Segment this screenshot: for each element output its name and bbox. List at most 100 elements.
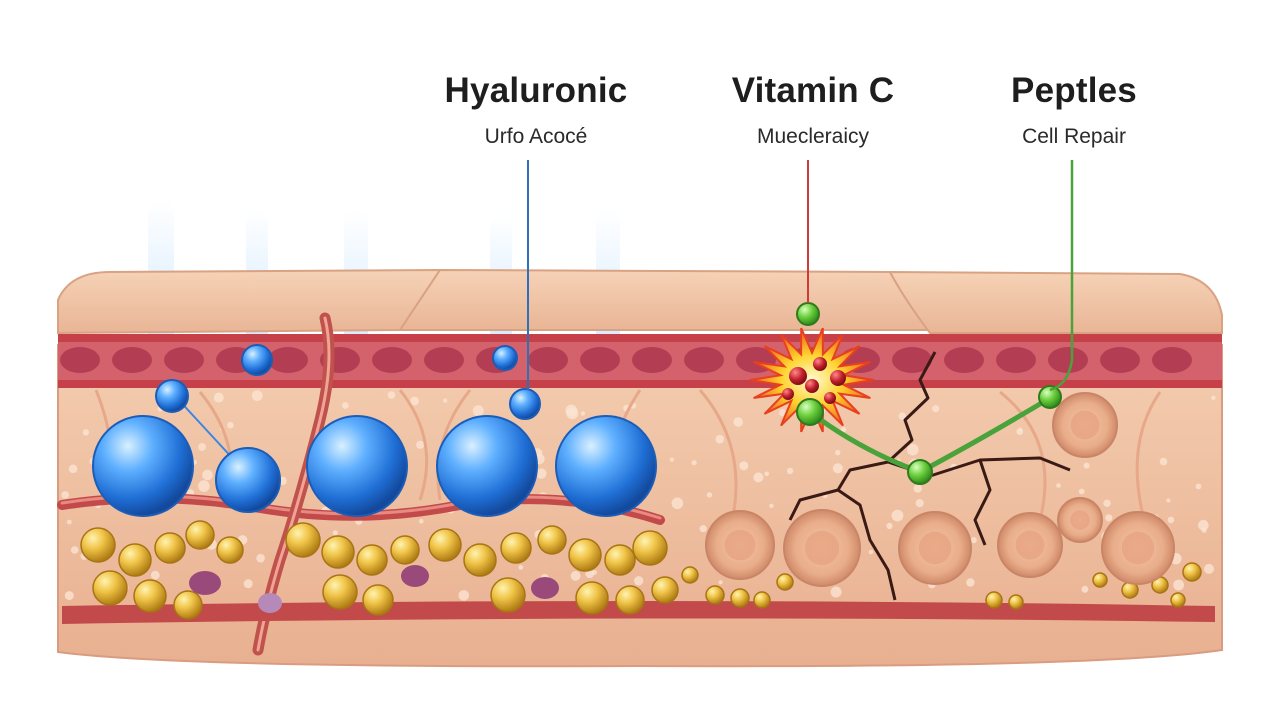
fat-cell bbox=[390, 535, 420, 565]
fat-cell bbox=[173, 590, 203, 620]
texture-dot bbox=[570, 571, 581, 581]
texture-dot bbox=[64, 591, 74, 601]
peptides-subtitle: Cell Repair bbox=[1022, 125, 1126, 148]
fat-cell bbox=[185, 520, 215, 550]
texture-dot bbox=[718, 580, 723, 585]
texture-dot bbox=[580, 411, 586, 416]
texture-dot bbox=[565, 404, 578, 417]
texture-dot bbox=[669, 457, 675, 462]
fiber bbox=[999, 390, 1047, 521]
fat-cell bbox=[490, 577, 526, 613]
texture-dot bbox=[1201, 527, 1207, 533]
texture-dot bbox=[907, 443, 919, 456]
texture-dot bbox=[753, 472, 764, 483]
band-cell bbox=[112, 347, 152, 373]
texture-dot bbox=[1078, 488, 1085, 495]
small-sphere bbox=[241, 344, 273, 376]
band-cell bbox=[1100, 347, 1140, 373]
texture-dot bbox=[886, 522, 893, 530]
texture-dot bbox=[1016, 428, 1024, 435]
fat-cell bbox=[285, 522, 321, 558]
hyaluronic-spheres bbox=[92, 344, 657, 517]
vitamin-c-burst bbox=[749, 327, 875, 433]
fat-cell bbox=[1170, 592, 1186, 608]
texture-dot bbox=[779, 409, 787, 417]
texture-dot bbox=[1159, 457, 1168, 466]
skin-cracks bbox=[788, 351, 1071, 601]
texture-dot bbox=[202, 469, 213, 481]
band-cell bbox=[996, 347, 1036, 373]
texture-dot bbox=[419, 518, 424, 524]
free-radical bbox=[813, 357, 827, 371]
fat-cell bbox=[985, 591, 1003, 609]
dermal-round-cells bbox=[705, 392, 1175, 587]
fat-cell bbox=[118, 543, 152, 577]
fat-cell bbox=[428, 528, 462, 562]
crack bbox=[788, 488, 839, 521]
fat-cell bbox=[776, 573, 794, 591]
cell-nucleus bbox=[1121, 531, 1155, 565]
texture-dot bbox=[786, 467, 794, 475]
peptide-chain bbox=[796, 302, 1062, 485]
texture-dot bbox=[1166, 498, 1171, 503]
vitamin-c-subtitle: Muecleraicy bbox=[756, 125, 870, 148]
band-cell bbox=[424, 347, 464, 373]
vitamin-c-title: Vitamin C bbox=[731, 71, 895, 110]
texture-dot bbox=[764, 471, 769, 477]
texture-dot bbox=[82, 429, 90, 436]
texture-dot bbox=[66, 519, 72, 525]
small-sphere bbox=[509, 388, 541, 420]
texture-dot bbox=[332, 530, 338, 536]
texture-dot bbox=[198, 480, 210, 492]
texture-dot bbox=[832, 463, 843, 474]
lower-band bbox=[62, 601, 1215, 624]
texture-dot bbox=[472, 405, 484, 417]
fat-cell bbox=[615, 585, 645, 615]
texture-dot bbox=[1083, 462, 1090, 469]
texture-dot bbox=[443, 398, 448, 403]
texture-dot bbox=[699, 525, 707, 533]
fat-cell bbox=[92, 570, 128, 606]
hyaluronic-sphere bbox=[555, 415, 657, 517]
band-cell bbox=[164, 347, 204, 373]
fat-cell bbox=[537, 525, 567, 555]
texture-dot bbox=[840, 426, 847, 433]
texture-dot bbox=[61, 491, 69, 499]
hyaluronic-sphere bbox=[436, 415, 538, 517]
epidermis-slab bbox=[398, 268, 933, 331]
fat-cell bbox=[1092, 572, 1108, 588]
cell-nucleus bbox=[1015, 530, 1045, 560]
free-radical bbox=[805, 379, 819, 393]
fat-cell bbox=[463, 543, 497, 577]
texture-dot bbox=[671, 497, 684, 510]
texture-dot bbox=[1105, 514, 1113, 522]
peptide-node bbox=[1038, 385, 1062, 409]
band-cell bbox=[944, 347, 984, 373]
cell-nucleus bbox=[1070, 410, 1100, 440]
peptides-leader bbox=[1049, 160, 1074, 392]
texture-dot bbox=[913, 484, 922, 493]
hyaluronic-sphere bbox=[215, 447, 281, 513]
epidermis-slab bbox=[57, 268, 442, 335]
texture-dot bbox=[1211, 395, 1216, 400]
texture-dot bbox=[1167, 516, 1175, 524]
band-cell bbox=[60, 347, 100, 373]
band-cell bbox=[632, 347, 672, 373]
band-cell bbox=[528, 347, 568, 373]
texture-dot bbox=[1198, 519, 1209, 531]
texture-dot bbox=[256, 553, 265, 563]
texture-dot bbox=[1103, 499, 1111, 507]
texture-dot bbox=[536, 468, 547, 479]
fat-cell bbox=[651, 576, 679, 604]
fat-cell bbox=[568, 538, 602, 572]
fat-cell bbox=[753, 591, 771, 609]
crack bbox=[836, 351, 937, 601]
band-cell bbox=[892, 347, 932, 373]
texture-dot bbox=[868, 549, 874, 555]
fat-cell bbox=[362, 584, 394, 616]
texture-dot bbox=[915, 499, 924, 508]
fat-cell bbox=[1182, 562, 1202, 582]
texture-dot bbox=[251, 390, 263, 401]
purple-cell bbox=[258, 593, 282, 613]
texture-dot bbox=[592, 570, 597, 575]
